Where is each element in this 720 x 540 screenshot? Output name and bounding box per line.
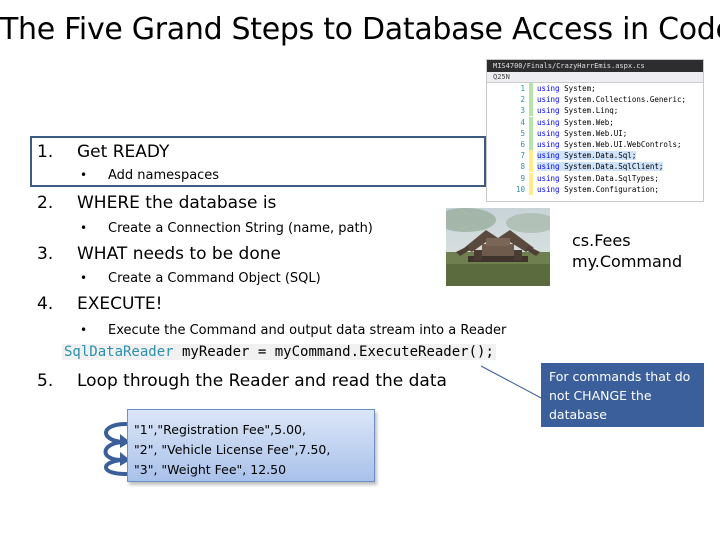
editor-line: 2 using System.Collections.Generic; <box>487 94 703 106</box>
line-number: 10 <box>515 184 525 194</box>
namespace-text: System.Configuration; <box>559 184 659 194</box>
step-number: 5. <box>37 371 54 391</box>
line-number: 4 <box>520 117 525 127</box>
my-command-text: my.Command <box>572 252 683 271</box>
namespace-text: System.Data.Sql; <box>559 151 637 161</box>
bullet: • <box>80 323 88 337</box>
sub-text: Create a Connection String (name, path) <box>108 221 373 236</box>
change-marker <box>529 83 533 94</box>
step-number: 4. <box>37 294 54 314</box>
change-marker <box>529 183 533 195</box>
keyword: using <box>537 162 560 172</box>
keyword: using <box>537 151 560 161</box>
namespace-text: System.Web.UI; <box>559 128 628 138</box>
step-number: 1. <box>37 142 54 162</box>
step-text: Loop through the Reader and read the dat… <box>77 371 447 391</box>
namespace-text: System.Data.SqlTypes; <box>559 173 659 183</box>
editor-line: 9 using System.Data.SqlTypes; <box>487 172 703 184</box>
code-editor-screenshot: MIS4700/Finals/CrazyHarrEmis.aspx.cs Q25… <box>486 59 704 202</box>
cs-fees-text: cs.Fees <box>572 231 631 250</box>
editor-line: 8 using System.Data.SqlClient; <box>487 161 703 173</box>
callout-note: For commands that do not CHANGE the data… <box>541 363 704 427</box>
code-text: using System; <box>537 84 596 93</box>
editor-lines: 1 using System; 2 using System.Collections.… <box>487 83 703 195</box>
line-number: 3 <box>520 106 525 116</box>
step-number: 3. <box>37 244 54 264</box>
data-row: "2", "Vehicle License Fee",7.50, <box>134 442 331 457</box>
change-marker <box>529 138 533 150</box>
step-number: 2. <box>37 193 54 213</box>
step-text: Get READY <box>77 142 170 162</box>
keyword: using <box>537 173 560 183</box>
execute-reader-code: SqlDataReader myReader = myCommand.Execu… <box>62 344 496 360</box>
step-text: WHAT needs to be done <box>77 244 281 264</box>
loop-arrow-icon <box>103 422 130 476</box>
keyword: using <box>537 95 560 105</box>
code-rest: myReader = myCommand.ExecuteReader(); <box>173 344 494 360</box>
code-text: using System.Configuration; <box>537 185 659 194</box>
change-marker <box>529 161 533 173</box>
editor-line: 4 using System.Web; <box>487 116 703 128</box>
step-text: WHERE the database is <box>77 193 277 213</box>
change-marker <box>529 94 533 106</box>
reader-data-block: "1","Registration Fee",5.00, "2", "Vehic… <box>127 409 375 482</box>
change-marker <box>529 127 533 139</box>
code-type: SqlDataReader <box>64 344 174 360</box>
bulldozer-photo <box>446 208 550 286</box>
change-marker <box>529 150 533 162</box>
bullet: • <box>80 168 88 182</box>
editor-path: MIS4700/Finals/CrazyHarrEmis.aspx.cs <box>487 60 703 72</box>
slide-title: The Five Grand Steps to Database Access … <box>0 12 720 47</box>
line-number: 2 <box>520 95 525 105</box>
namespace-text: System.Web.UI.WebControls; <box>559 139 682 149</box>
step-text: EXECUTE! <box>77 294 163 314</box>
code-text: using System.Data.SqlClient; <box>537 162 664 172</box>
code-text: using System.Web.UI; <box>537 129 627 138</box>
line-number: 6 <box>520 139 525 149</box>
namespace-text: System; <box>559 84 596 93</box>
namespace-text: System.Linq; <box>559 106 619 116</box>
change-marker <box>529 116 533 128</box>
line-number: 1 <box>520 84 525 93</box>
editor-line: 1 using System; <box>487 83 703 94</box>
namespace-text: System.Data.SqlClient; <box>559 162 664 172</box>
data-row: "1","Registration Fee",5.00, <box>134 422 306 437</box>
keyword: using <box>537 106 560 116</box>
change-marker <box>529 105 533 117</box>
keyword: using <box>537 184 560 194</box>
data-row: "3", "Weight Fee", 12.50 <box>134 462 287 477</box>
namespace-text: System.Web; <box>559 117 614 127</box>
code-text: using System.Collections.Generic; <box>537 95 686 104</box>
command-object-label: cs.Fees my.Command <box>572 230 682 272</box>
ready-highlight-box <box>30 136 486 187</box>
namespace-text: System.Collections.Generic; <box>559 95 687 105</box>
editor-namespace: Q25N <box>487 72 703 83</box>
keyword: using <box>537 139 560 149</box>
line-number: 5 <box>520 128 525 138</box>
change-marker <box>529 172 533 184</box>
code-text: using System.Linq; <box>537 106 618 115</box>
code-text: using System.Web; <box>537 118 614 127</box>
code-text: using System.Data.Sql; <box>537 151 637 161</box>
bullet: • <box>80 271 88 285</box>
bullet: • <box>80 221 88 235</box>
line-number: 7 <box>520 151 525 161</box>
keyword: using <box>537 128 560 138</box>
code-text: using System.Data.SqlTypes; <box>537 174 659 183</box>
sub-text: Execute the Command and output data stre… <box>108 323 507 338</box>
line-number: 9 <box>520 173 525 183</box>
editor-line: 7 using System.Data.Sql; <box>487 150 703 162</box>
editor-line: 6 using System.Web.UI.WebControls; <box>487 138 703 150</box>
editor-line: 10 using System.Configuration; <box>487 183 703 195</box>
keyword: using <box>537 117 560 127</box>
sub-text: Add namespaces <box>108 168 220 183</box>
code-text: using System.Web.UI.WebControls; <box>537 140 682 149</box>
editor-line: 3 using System.Linq; <box>487 105 703 117</box>
line-number: 8 <box>520 162 525 172</box>
editor-line: 5 using System.Web.UI; <box>487 127 703 139</box>
sub-text: Create a Command Object (SQL) <box>108 271 321 286</box>
keyword: using <box>537 84 560 93</box>
